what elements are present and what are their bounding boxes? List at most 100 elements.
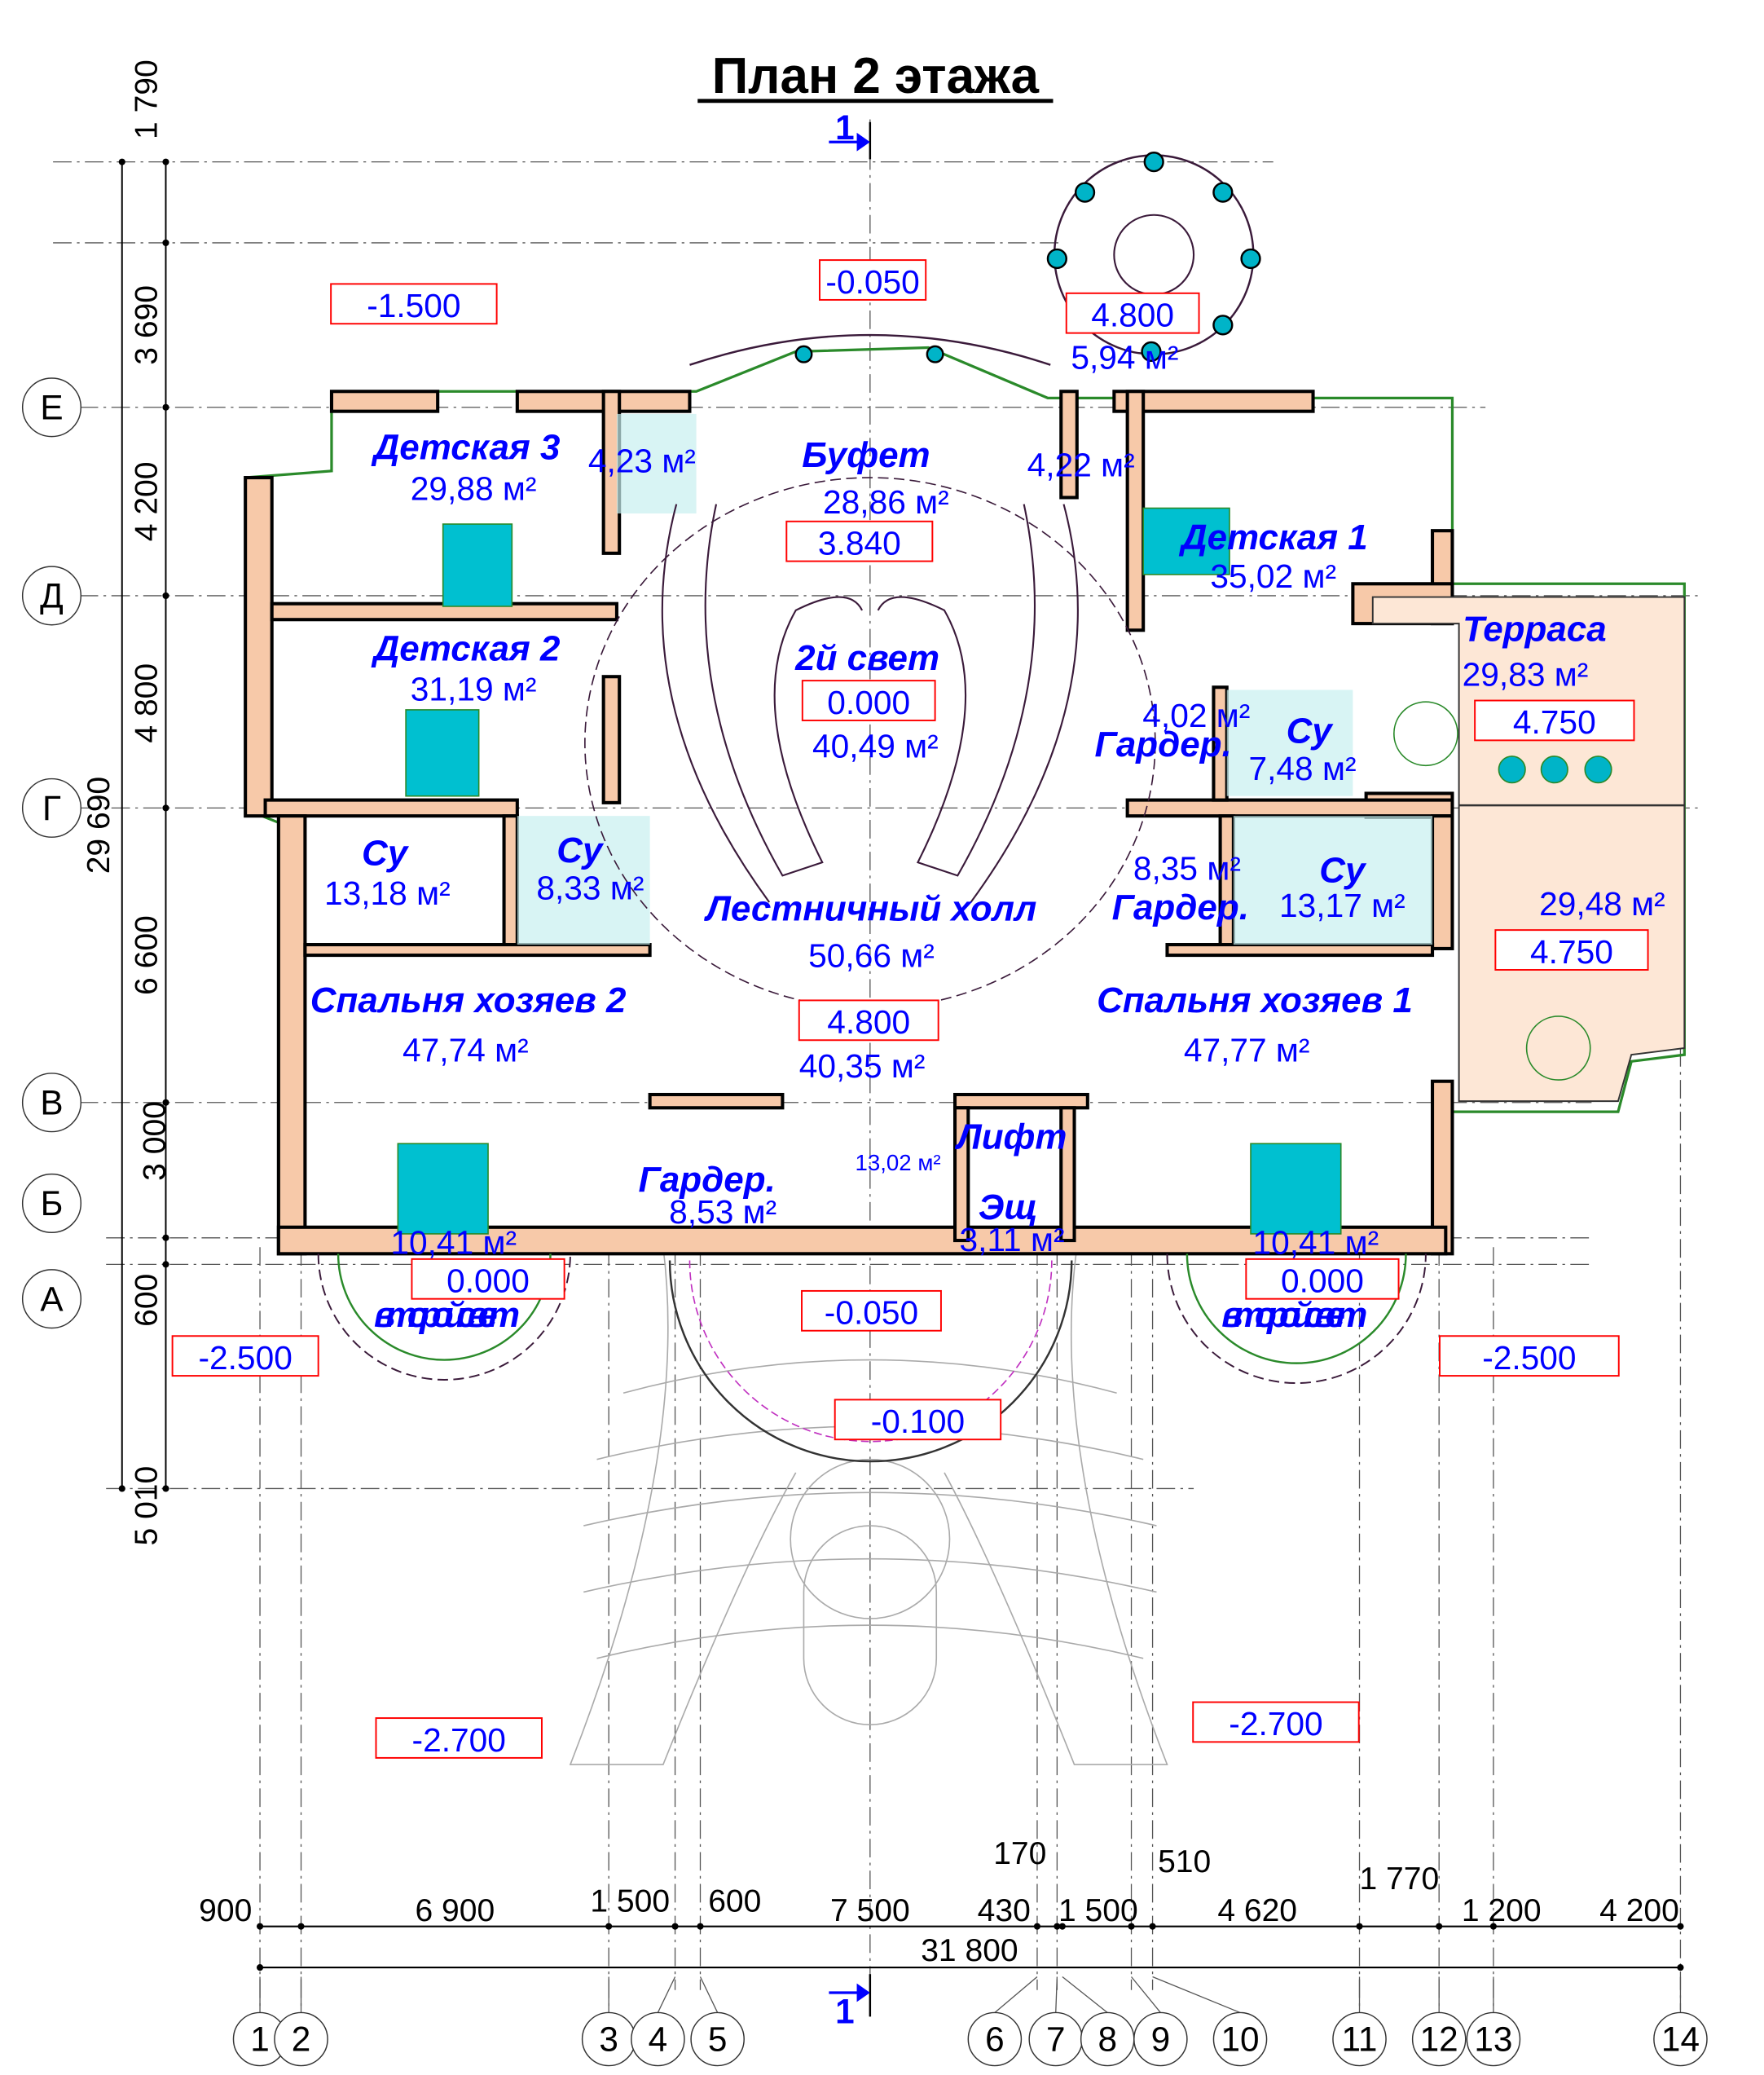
axis-bubble: [1653, 2011, 1708, 2067]
level-mark-box: [1474, 699, 1635, 742]
room-name: второй свет: [1221, 1295, 1367, 1335]
room-area: 13,17 м²: [1279, 887, 1405, 924]
axis-bubble: [21, 1173, 82, 1234]
axis-bubble: [1332, 2011, 1387, 2067]
dimension-label: 1 500: [1058, 1893, 1138, 1928]
axis-number: 13: [1474, 2020, 1512, 2059]
level-mark: -0.100: [871, 1403, 965, 1440]
room-area: 31,19 м²: [411, 671, 537, 708]
axis-letter: В: [40, 1083, 63, 1121]
section-label: 1: [835, 108, 855, 147]
axis-bubble: [1411, 2011, 1467, 2067]
room-area: 5,94 м²: [1071, 339, 1178, 377]
room-area: 40,49 м²: [812, 728, 939, 765]
axis-number: 12: [1420, 2020, 1458, 2059]
room-area: 3,11 м²: [960, 1221, 1065, 1258]
level-mark-box: [1439, 1335, 1620, 1377]
level-mark-box: [171, 1335, 319, 1377]
dimension-label: 600: [130, 1274, 165, 1327]
level-marks: -1.500-0.0504.8003.8400.0004.7504.7504.8…: [171, 259, 1649, 1759]
room-name: Су: [362, 833, 410, 873]
room-name: Лестничный холл: [704, 889, 1037, 929]
axis-number: 2: [292, 2020, 311, 2059]
axis-bubble: [967, 2011, 1023, 2067]
level-mark-box: [1494, 929, 1649, 971]
room-area: 47,74 м²: [403, 1031, 529, 1068]
vertical-grid: [259, 119, 1682, 2017]
dimension-label: 6 600: [130, 915, 165, 995]
axis-number: 3: [599, 2020, 618, 2059]
room-name: Гардер.: [1112, 888, 1249, 927]
dimension-label: 5 010: [130, 1466, 165, 1546]
room-area: 13,18 м²: [324, 874, 451, 912]
section-mark-top: 1: [829, 108, 872, 160]
dimension-label: 1 500: [590, 1884, 670, 1919]
axis-bubble: [1466, 2011, 1521, 2067]
room-area: 10,41 м²: [1252, 1223, 1379, 1261]
room-area: 4,22 м²: [1027, 446, 1135, 483]
dimension-label: 1 200: [1462, 1893, 1542, 1928]
dimension-label: 4 800: [130, 663, 165, 743]
dimension-label: 430: [978, 1893, 1031, 1928]
room-name: Су: [1287, 711, 1335, 751]
room-name: Гардер.: [1094, 725, 1231, 764]
level-mark-box: [375, 1717, 543, 1759]
axis-number: 14: [1661, 2020, 1700, 2059]
axis-bubble: [1133, 2011, 1188, 2067]
room-name: Эщ: [979, 1187, 1038, 1227]
dimension-label: 1 770: [1359, 1861, 1439, 1897]
axis-letter: А: [40, 1280, 64, 1318]
axis-number: 11: [1342, 2020, 1378, 2059]
dimension-label: 7 500: [830, 1893, 910, 1928]
bay-windows: [317, 1253, 1427, 1385]
level-mark-box: [801, 680, 936, 721]
dimension-label: 3 690: [130, 285, 165, 365]
level-mark: -2.700: [1229, 1705, 1322, 1742]
level-mark: -2.500: [198, 1339, 292, 1377]
level-mark: 0.000: [827, 684, 910, 721]
level-mark-box: [785, 520, 934, 562]
level-mark-box: [834, 1399, 1002, 1441]
page-title: План 2 этажа: [712, 48, 1040, 104]
room-area: 40,35 м²: [799, 1047, 926, 1085]
level-mark: -0.050: [825, 1294, 918, 1332]
level-mark: 4.800: [1091, 296, 1174, 333]
axis-bubble: [21, 566, 82, 626]
room-area: 7,48 м²: [1249, 750, 1357, 787]
room-area: 10,41 м²: [390, 1223, 517, 1261]
room-labels: Детская 3 29,88 м² 4,23 м² Буфет 28,86 м…: [310, 339, 1665, 1335]
room-area: 8,53 м²: [669, 1193, 776, 1231]
dimension-label: 4 620: [1217, 1893, 1297, 1928]
central-staircase: [584, 333, 1156, 1010]
dimension-total: 31 800: [921, 1933, 1018, 1968]
axis-number: 4: [649, 2020, 668, 2059]
dimension-label: 4 200: [130, 462, 165, 542]
dimension-label: 600: [708, 1884, 761, 1919]
room-area: 4,02 м²: [1142, 697, 1250, 734]
room-name: Су: [556, 830, 605, 870]
level-mark-box: [798, 999, 939, 1042]
room-name: Буфет: [802, 435, 930, 475]
section-label: 1: [835, 1992, 855, 2030]
axis-number: 8: [1098, 2020, 1117, 2059]
room-area: 47,77 м²: [1184, 1031, 1310, 1068]
room-area: 50,66 м²: [808, 937, 935, 975]
room-name: Спальня хозяев 1: [1097, 980, 1413, 1020]
room-name: Детская 1: [1178, 518, 1368, 557]
level-mark: 4.750: [1513, 703, 1596, 741]
room-name: второй свет: [374, 1295, 520, 1335]
room-area: 28,86 м²: [823, 483, 949, 521]
dimension-label: 6 900: [415, 1893, 495, 1928]
room-area: 8,35 м²: [1133, 849, 1241, 887]
level-mark: -2.700: [412, 1721, 506, 1759]
axis-number: 1: [250, 2020, 270, 2059]
axis-number: 6: [985, 2020, 1005, 2059]
spiral-staircase: [794, 152, 1261, 363]
axis-number: 5: [708, 2020, 728, 2059]
axis-letter: Д: [40, 577, 64, 615]
room-name: Спальня хозяев 2: [310, 980, 627, 1020]
room-name: Гардер.: [638, 1160, 775, 1200]
